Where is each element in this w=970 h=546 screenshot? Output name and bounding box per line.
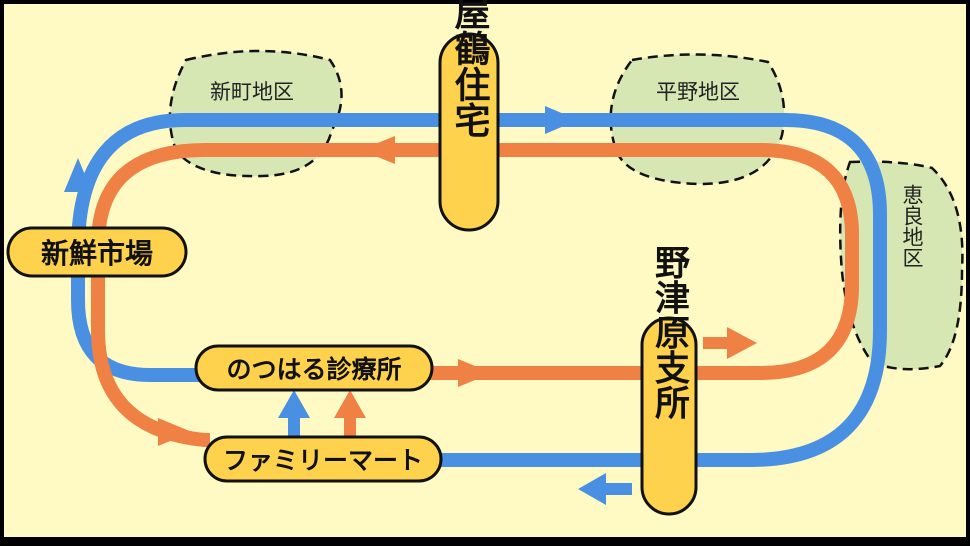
orange-arrow-right-icon xyxy=(158,418,192,446)
orange-arrow-right-icon xyxy=(458,359,492,387)
orange-route-line xyxy=(91,143,859,447)
blue-direction-arrow-icon xyxy=(578,473,632,505)
stop-koyazuru: 小屋鶴住宅 xyxy=(438,0,500,232)
stop-notsuharu-clinic: のつはる診療所 xyxy=(194,344,434,392)
blue-arrow-right-icon xyxy=(545,106,578,134)
stop-notsuharu-branch: 野津原支所 xyxy=(640,245,698,516)
area-era-label: 恵良地区 xyxy=(900,184,924,268)
stop-notsuharu-branch-label: 野津原支所 xyxy=(649,245,690,421)
stop-shinsen-label: 新鮮市場 xyxy=(41,237,153,270)
orange-direction-arrow-icon xyxy=(703,327,757,359)
stop-notsuharu-clinic-label: のつはる診療所 xyxy=(226,355,401,384)
blue-arrow-up-icon xyxy=(64,158,92,192)
stop-familymart-label: ファミリーマート xyxy=(223,446,423,475)
blue-route-line xyxy=(71,113,887,467)
stop-shinsen: 新鮮市場 xyxy=(6,226,188,278)
stop-koyazuru-label: 小屋鶴住宅 xyxy=(449,0,491,138)
area-hirano-label: 平野地区 xyxy=(656,80,740,104)
stop-familymart: ファミリーマート xyxy=(203,435,443,483)
orange-arrow-left-icon xyxy=(360,136,395,164)
area-shinmachi-label: 新町地区 xyxy=(210,80,294,104)
area-era: 恵良地区 xyxy=(838,160,964,371)
